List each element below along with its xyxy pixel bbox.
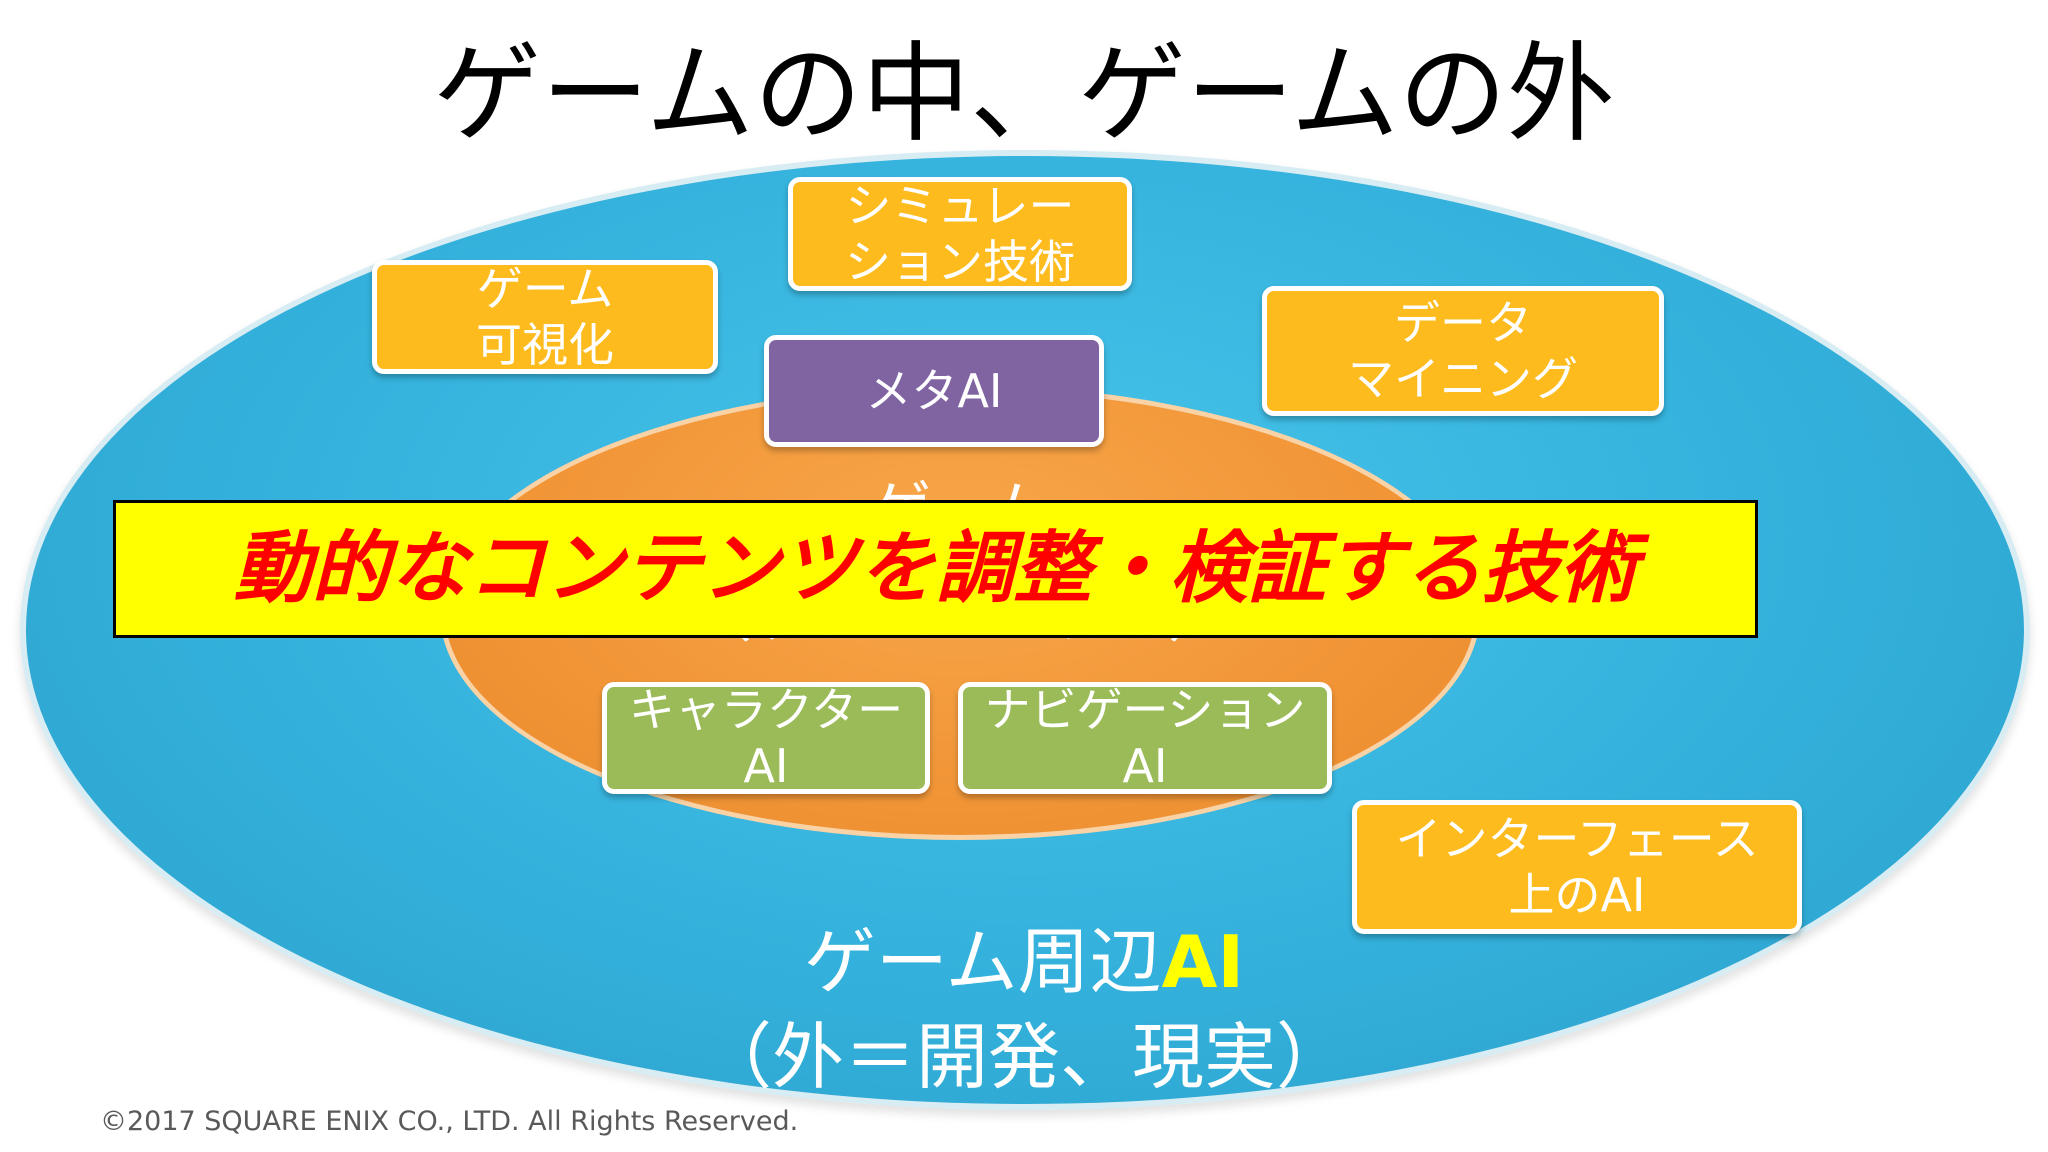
simulation-tech-line1: シミュレー bbox=[845, 179, 1075, 233]
outer-ellipse-sublabel: （外＝開発、現実） bbox=[699, 1015, 1348, 1099]
meta-ai-box: メタAI bbox=[764, 335, 1104, 447]
character-ai-line1: キャラクター bbox=[628, 683, 904, 737]
character-ai-box: キャラクター AI bbox=[602, 682, 930, 794]
data-mining-line1: データ bbox=[1394, 296, 1532, 350]
game-visualization-line1: ゲーム bbox=[476, 262, 614, 316]
slide-title: ゲームの中、ゲームの外 bbox=[433, 32, 1615, 157]
simulation-tech-line2: ション技術 bbox=[845, 235, 1075, 289]
character-ai-line2: AI bbox=[743, 739, 789, 793]
highlight-banner-text: 動的なコンテンツを調整・検証する技術 bbox=[233, 524, 1638, 614]
simulation-tech-box: シミュレー ション技術 bbox=[788, 177, 1132, 291]
navigation-ai-box: ナビゲーション AI bbox=[958, 682, 1332, 794]
interface-ai-line2: 上のAI bbox=[1508, 868, 1646, 922]
meta-ai-label: メタAI bbox=[865, 364, 1003, 418]
game-visualization-box: ゲーム 可視化 bbox=[372, 260, 718, 374]
outer-ellipse-label: ゲーム周辺AI bbox=[624, 920, 1424, 1004]
navigation-ai-line1: ナビゲーション bbox=[984, 683, 1306, 737]
interface-ai-box: インターフェース 上のAI bbox=[1352, 800, 1802, 934]
data-mining-line2: マイニング bbox=[1348, 352, 1578, 406]
outer-label-prefix: ゲーム周辺 bbox=[803, 920, 1162, 1004]
highlight-banner: 動的なコンテンツを調整・検証する技術 bbox=[113, 500, 1758, 638]
outer-label-ai-accent: AI bbox=[1161, 920, 1245, 1004]
interface-ai-line1: インターフェース bbox=[1395, 812, 1759, 866]
game-visualization-line2: 可視化 bbox=[476, 318, 614, 372]
data-mining-box: データ マイニング bbox=[1262, 286, 1664, 416]
navigation-ai-line2: AI bbox=[1122, 739, 1168, 793]
copyright-notice: ©2017 SQUARE ENIX CO., LTD. All Rights R… bbox=[100, 1106, 799, 1137]
